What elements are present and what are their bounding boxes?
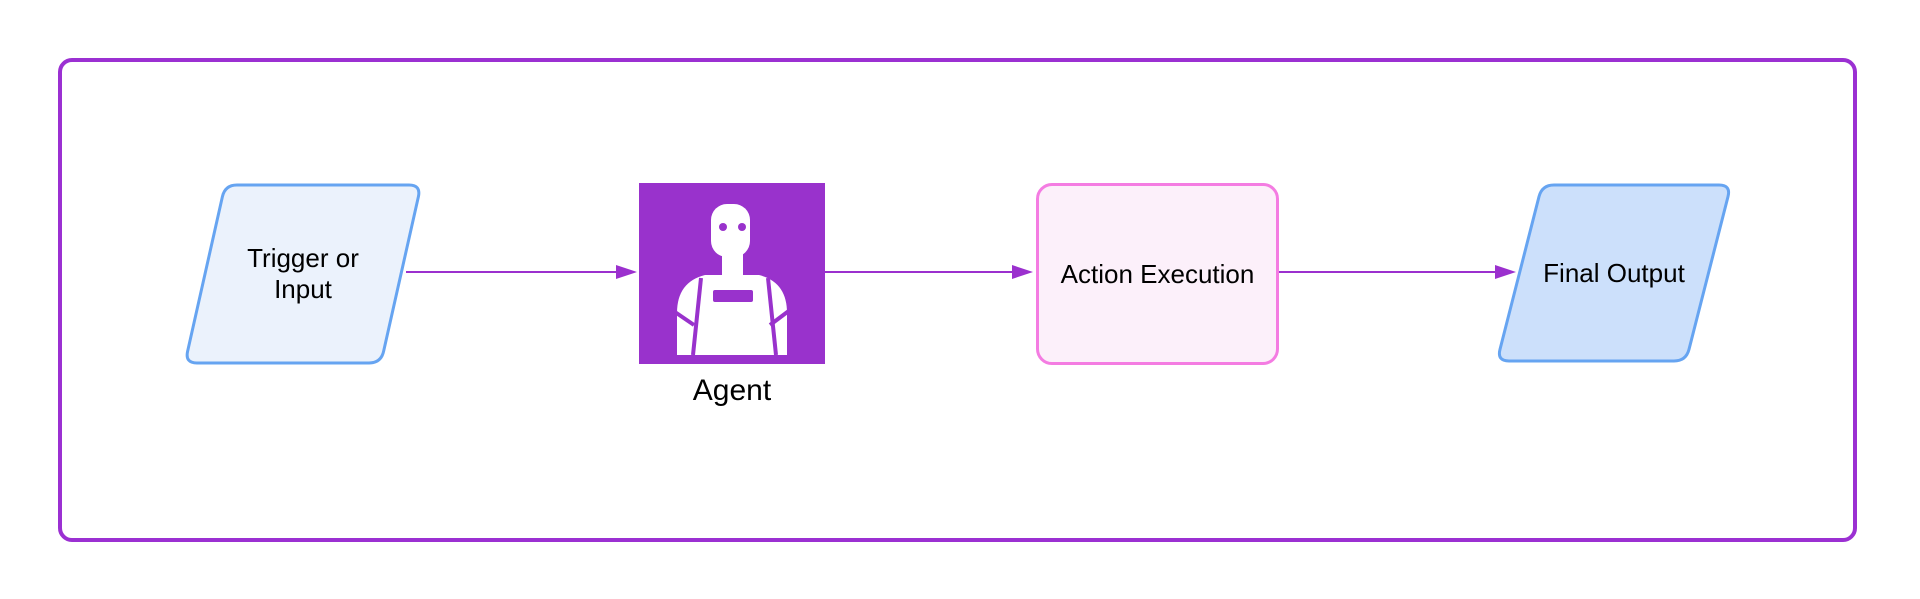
trigger-parallelogram-shape (185, 183, 421, 365)
final-output-parallelogram-shape (1497, 183, 1731, 363)
agent-label: Agent (692, 374, 772, 407)
arrow-trigger-to-agent[interactable] (406, 265, 637, 279)
container-frame[interactable] (58, 58, 1857, 542)
node-action-execution[interactable]: Action Execution (1036, 183, 1279, 365)
trigger-input-label: Trigger or Input (247, 243, 359, 304)
action-execution-label: Action Execution (1060, 258, 1255, 289)
arrow-action-to-output[interactable] (1279, 265, 1516, 279)
node-agent[interactable] (639, 183, 825, 364)
node-trigger-input[interactable]: Trigger or Input (183, 183, 423, 365)
arrow-agent-to-action[interactable] (825, 265, 1033, 279)
final-output-label: Final Output (1543, 257, 1685, 288)
node-final-output[interactable]: Final Output (1495, 183, 1733, 363)
robot-icon (639, 183, 825, 364)
